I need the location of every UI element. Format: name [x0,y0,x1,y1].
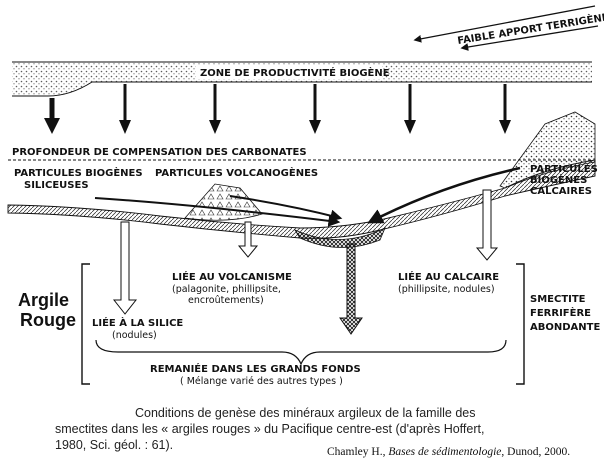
credit-author: Chamley H., [327,446,388,458]
biogenes-siliceuses-label-1: PARTICULES BIOGÈNES [14,166,143,179]
liee-silice-label: LIÉE À LA SILICE [92,316,183,329]
right-bracket [516,263,525,385]
caption-line-2: smectites dans les « argiles rouges » du… [55,422,484,436]
curly-brace [95,339,507,366]
volcanogenes-label: PARTICULES VOLCANOGÈNES [155,166,318,179]
biogenes-calcaires-label-3: CALCAIRES [530,186,592,197]
liee-calcaire-label: LIÉE AU CALCAIRE [398,270,499,283]
smectite-label-1: SMECTITE [530,294,586,305]
seafloor-profile [7,111,596,248]
left-bracket [81,263,90,385]
smectite-label-3: ABONDANTE [530,322,600,333]
liee-volcanisme-label: LIÉE AU VOLCANISME [172,270,292,283]
caption-line-3: 1980, Sci. géol. : 61). [55,438,173,452]
biogenes-calcaires-label-2: BIOGÈNES [530,173,587,186]
melange-label: ( Mélange varié des autres types ) [180,376,343,387]
liee-silice-detail: (nodules) [112,330,157,341]
liee-volcanisme-detail-1: (palagonite, phillipsite, [172,284,281,295]
smectite-label-2: FERRIFÈRE [530,306,591,319]
credit-publisher: , Dunod, 2000. [501,446,570,458]
downward-flux-arrows [44,84,511,134]
argile-label: Argile [18,290,69,310]
profondeur-label: PROFONDEUR DE COMPENSATION DES CARBONATE… [12,147,307,158]
credit-title: Bases de sédimentologie [388,446,501,458]
zone-productivite-label: ZONE DE PRODUCTIVITÉ BIOGÈNE [200,66,390,79]
liee-calcaire-detail: (phillipsite, nodules) [398,284,495,295]
terrigenous-input-arrows: FAIBLE APPORT TERRIGÈNE [413,5,604,51]
productivity-zone: ZONE DE PRODUCTIVITÉ BIOGÈNE [12,61,592,97]
liee-volcanisme-detail-2: encroûtements) [188,295,264,306]
credit-line: Chamley H., Bases de sédimentologie, Dun… [327,446,570,458]
hollow-arrows [112,189,499,335]
caption-line-1: Conditions de genèse des minéraux argile… [135,406,475,420]
remaniee-label: REMANIÉE DANS LES GRANDS FONDS [150,362,361,375]
transport-arrows [94,166,521,227]
rouge-label: Rouge [20,310,76,330]
biogenes-calcaires-label-1: PARTICULES [530,164,598,175]
biogenes-siliceuses-label-2: SILICEUSES [24,180,89,191]
